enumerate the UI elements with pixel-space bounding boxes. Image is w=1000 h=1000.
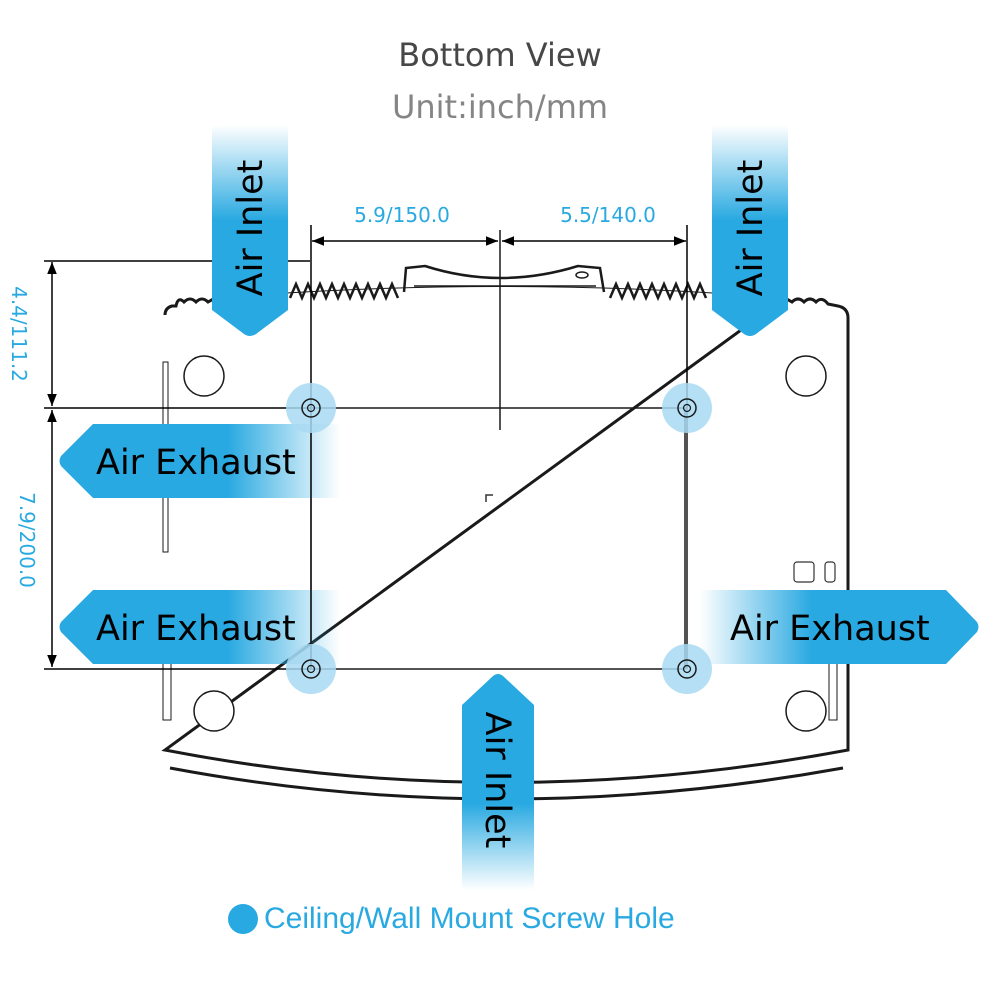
air-exhaust-label: Air Exhaust bbox=[96, 609, 296, 649]
dim-top-left: 5.9/150.0 bbox=[354, 203, 450, 227]
screw-hole-bottom-right bbox=[662, 644, 712, 694]
screw-holes bbox=[286, 383, 712, 694]
foot-top-right bbox=[785, 355, 827, 397]
unit-label: Unit:inch/mm bbox=[391, 88, 609, 126]
screw-hole-bottom-left bbox=[286, 644, 336, 694]
dim-top-right: 5.5/140.0 bbox=[560, 203, 656, 227]
dim-left-upper: 4.4/111.2 bbox=[7, 286, 31, 382]
air-exhaust-label: Air Exhaust bbox=[730, 609, 930, 649]
center-mark bbox=[485, 494, 493, 502]
air-inlet-label: Air Inlet bbox=[231, 160, 271, 297]
air-exhaust-arrow-left-lower: Air Exhaust bbox=[59, 590, 340, 664]
foot-bottom-left bbox=[193, 690, 235, 732]
legend-label: Ceiling/Wall Mount Screw Hole bbox=[264, 902, 675, 935]
air-inlet-label: Air Inlet bbox=[477, 712, 517, 849]
air-exhaust-label: Air Exhaust bbox=[96, 443, 296, 483]
foot-top-left bbox=[183, 355, 225, 397]
air-inlet-label: Air Inlet bbox=[731, 160, 771, 297]
air-inlet-arrow-top-left: Air Inlet bbox=[212, 125, 288, 336]
diagram-title: Bottom View bbox=[398, 36, 602, 74]
feet bbox=[183, 355, 827, 732]
air-exhaust-arrow-right: Air Exhaust bbox=[700, 590, 979, 664]
screw-hole-top-left bbox=[286, 383, 336, 433]
air-inlet-arrow-bottom: Air Inlet bbox=[462, 674, 534, 890]
foot-bottom-right bbox=[785, 690, 827, 732]
port-icons bbox=[793, 561, 836, 583]
screw-hole-top-right bbox=[662, 383, 712, 433]
legend: Ceiling/Wall Mount Screw Hole bbox=[228, 902, 675, 936]
air-exhaust-arrow-left-upper: Air Exhaust bbox=[59, 424, 340, 498]
air-inlet-arrow-top-right: Air Inlet bbox=[712, 125, 788, 336]
dim-left-lower: 7.9/200.0 bbox=[15, 492, 39, 588]
screw-hole-legend-icon bbox=[228, 904, 258, 934]
